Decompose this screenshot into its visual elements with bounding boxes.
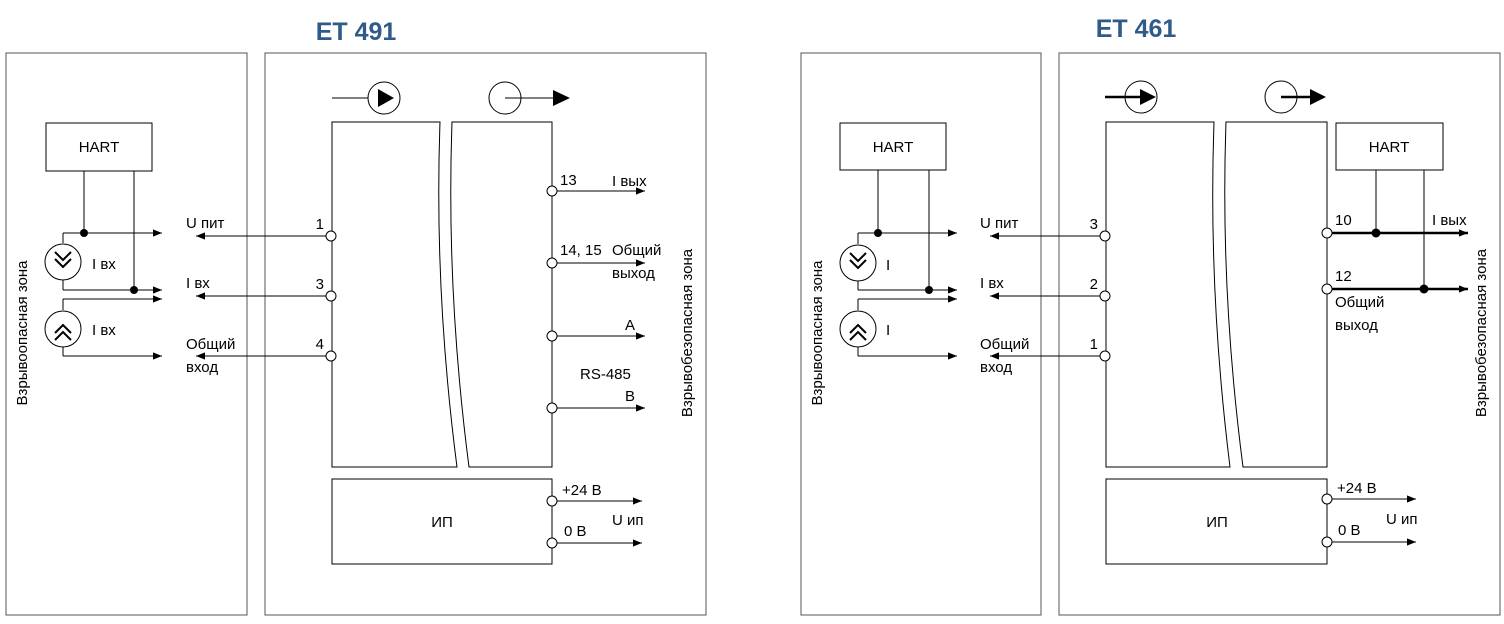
power-supply-box [331, 478, 553, 565]
input-common-label: Общий [980, 336, 1029, 353]
current-source-icon [839, 244, 877, 282]
terminal [546, 330, 558, 342]
terminal-number: 10 [1335, 212, 1352, 229]
hart-box [1335, 122, 1444, 171]
output-common-label: Общий [1335, 294, 1384, 311]
terminal [1321, 283, 1333, 295]
hart-box [839, 122, 947, 171]
input-upit-label: U пит [980, 215, 1019, 232]
terminal [325, 230, 337, 242]
power-supply-label: ИП [431, 514, 453, 531]
output-module-panel [1224, 121, 1328, 468]
ps-zero-label: 0 В [564, 523, 587, 540]
input-ivx-label: I вх [186, 275, 210, 292]
hart-label: HART [873, 139, 914, 156]
terminal-number: 12 [1335, 268, 1352, 285]
output-ivyh-label: I вых [612, 173, 647, 190]
current-source-icon [44, 310, 82, 348]
terminal-number: 3 [316, 276, 324, 293]
safe-zone-box [264, 52, 707, 616]
output-module-panel [450, 121, 553, 468]
input-module-panel [1105, 121, 1231, 468]
power-supply-label: ИП [1206, 514, 1228, 531]
source-label-2: I вх [92, 322, 116, 339]
ps-plus-label: +24 В [1337, 480, 1377, 497]
terminal-number: 13 [560, 172, 577, 189]
junction-dot [874, 229, 882, 237]
hazard-zone-label: Взрывоопасная зона [14, 260, 31, 406]
terminal-number: 3 [1090, 216, 1098, 233]
input-upit-label: U пит [186, 215, 225, 232]
terminal [1321, 227, 1333, 239]
junction-dot [925, 286, 933, 294]
hazard-zone-box [5, 52, 248, 616]
ps-uip-label: U ип [1386, 511, 1418, 528]
terminal [1321, 536, 1333, 548]
ps-plus-label: +24 В [562, 482, 602, 499]
terminal [1099, 350, 1111, 362]
input-common-label-2: вход [186, 359, 218, 376]
rs485-b-label: B [625, 388, 635, 405]
input-common-label-2: вход [980, 359, 1012, 376]
source-label-1: I [886, 257, 890, 274]
terminal [546, 257, 558, 269]
terminal-number: 4 [316, 336, 324, 353]
terminal [1099, 290, 1111, 302]
input-ivx-label: I вх [980, 275, 1004, 292]
terminal-number: 14, 15 [560, 242, 602, 259]
power-supply-box [1105, 478, 1328, 565]
input-module-panel [331, 121, 458, 468]
terminal [325, 290, 337, 302]
terminal-number: 2 [1090, 276, 1098, 293]
terminal [325, 350, 337, 362]
terminal [546, 537, 558, 549]
terminal-number: 1 [1090, 336, 1098, 353]
source-label-1: I вх [92, 256, 116, 273]
hart-label: HART [79, 139, 120, 156]
ps-uip-label: U ип [612, 512, 644, 529]
safe-zone-label: Взрывобезопасная зона [679, 248, 696, 417]
source-label-2: I [886, 322, 890, 339]
terminal [1099, 230, 1111, 242]
rs485-a-label: A [625, 317, 635, 334]
input-common-label: Общий [186, 336, 235, 353]
terminal-number: 1 [316, 216, 324, 233]
current-source-icon [839, 310, 877, 348]
junction-dot [1371, 228, 1381, 238]
terminal [546, 402, 558, 414]
et461-diagram: ET 461 Взрывоопасная зона Взрывобезопасн… [800, 15, 1501, 616]
junction-dot [1419, 284, 1429, 294]
et461-title: ET 461 [1096, 15, 1177, 43]
terminal [1321, 493, 1333, 505]
junction-dot [130, 286, 138, 294]
terminal [546, 495, 558, 507]
ps-zero-label: 0 В [1338, 522, 1361, 539]
hazard-zone-box [800, 52, 1042, 616]
output-common-label: Общий [612, 242, 661, 259]
rs485-label: RS-485 [580, 366, 631, 383]
junction-dot [80, 229, 88, 237]
hazard-zone-label: Взрывоопасная зона [809, 260, 826, 406]
output-ivyh-label: I вых [1432, 212, 1467, 229]
hart-box [45, 122, 153, 172]
output-common-label-2: выход [612, 265, 655, 282]
current-source-icon [44, 243, 82, 281]
safe-zone-label: Взрывобезопасная зона [1473, 248, 1490, 417]
safe-zone-box [1058, 52, 1501, 616]
terminal [546, 185, 558, 197]
hart-label: HART [1369, 139, 1410, 156]
output-common-label-2: выход [1335, 317, 1378, 334]
et491-diagram: ET 491 Взрывоопасная зона Взрывобезопасн… [5, 18, 707, 616]
et491-title: ET 491 [316, 18, 397, 46]
